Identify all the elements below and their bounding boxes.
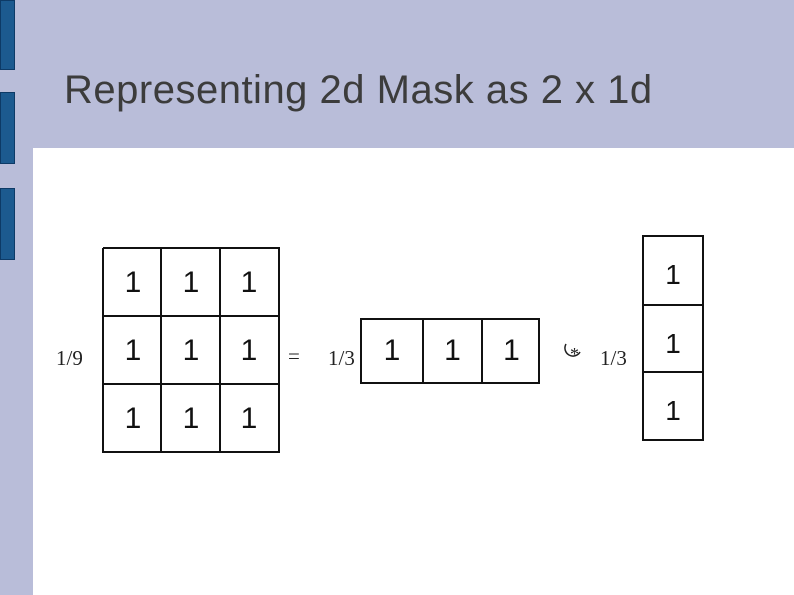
mask-cell: 1 [182, 266, 200, 299]
slide-title: Representing 2d Mask as 2 x 1d [64, 68, 653, 112]
equals-sign: = [288, 344, 300, 368]
column-vector: 1 1 1 [642, 235, 704, 441]
col-cell: 1 [665, 259, 681, 290]
row-scale: 1/3 [328, 346, 355, 370]
accent-bar-1 [0, 0, 15, 70]
row-vector: 1 1 1 [360, 318, 540, 384]
row-cell: 1 [481, 320, 540, 382]
header-band [0, 0, 794, 148]
mask-cell: 1 [240, 402, 258, 435]
col-cell: 1 [644, 371, 702, 439]
lhs-scale: 1/9 [56, 346, 83, 370]
mask-cell: 1 [240, 334, 258, 367]
mask-cell: 1 [124, 266, 142, 299]
mask-cell: 1 [124, 334, 142, 367]
row-cell: 1 [383, 334, 401, 367]
mask-cell: 1 [240, 266, 258, 299]
col-cell: 1 [644, 304, 702, 371]
accent-bar-2 [0, 92, 15, 164]
row-cell: 1 [422, 320, 481, 382]
mask-cell: 1 [182, 334, 200, 367]
operator-symbol: * [570, 344, 579, 364]
col-scale: 1/3 [600, 346, 627, 370]
mask-cell: 1 [182, 402, 200, 435]
mask-cell: 1 [124, 402, 142, 435]
mask-3x3: 1 1 1 1 1 1 1 1 1 [102, 247, 280, 453]
accent-bar-3 [0, 188, 15, 260]
